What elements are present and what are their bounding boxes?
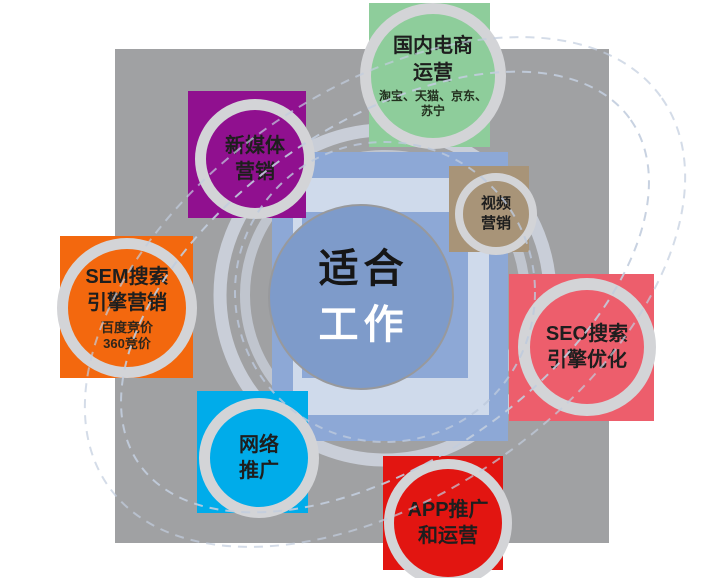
- node-sem-label-line1: SEM搜索: [85, 265, 169, 288]
- node-network-circle: 网络 推广: [199, 398, 319, 518]
- node-video-label-line1: 视频: [480, 195, 511, 213]
- node-network-label-line2: 推广: [239, 460, 279, 482]
- node-ecommerce-circle: 国内电商 运营 淘宝、天猫、京东、 苏宁: [360, 3, 506, 149]
- node-app-label-line2: 和运营: [418, 525, 478, 547]
- node-newmedia-label-line2: 营销: [235, 161, 275, 183]
- node-seo-label-line1: SEO搜索: [545, 322, 629, 345]
- node-sem-circle: SEM搜索 引擎营销 百度竞价 360竞价: [57, 238, 197, 378]
- node-seo-label-line2: 引擎优化: [547, 349, 627, 371]
- node-video-label-line2: 营销: [480, 215, 511, 232]
- node-sem-sublabel: 百度竞价 360竞价: [100, 319, 153, 351]
- center-title-line2: 工作: [318, 303, 409, 347]
- node-newmedia-label-line1: 新媒体: [225, 134, 285, 157]
- center-circle: 适合 工作: [268, 204, 454, 390]
- node-seo-circle: SEO搜索 引擎优化: [518, 278, 656, 416]
- node-app-label-line1: APP推广: [407, 498, 489, 521]
- node-sem-label-line2: 引擎营销: [87, 292, 167, 315]
- node-ecommerce-sublabel: 淘宝、天猫、京东、 苏宁: [378, 88, 487, 118]
- node-ecommerce-label-line2: 运营: [413, 61, 453, 84]
- node-network-label-line1: 网络: [239, 433, 279, 456]
- node-newmedia-circle: 新媒体 营销: [195, 99, 315, 219]
- node-ecommerce-label-line1: 国内电商: [393, 35, 473, 58]
- center-title-line1: 适合: [318, 247, 409, 291]
- node-app-circle: APP推广 和运营: [384, 459, 512, 578]
- node-video-circle: 视频 营销: [455, 173, 537, 255]
